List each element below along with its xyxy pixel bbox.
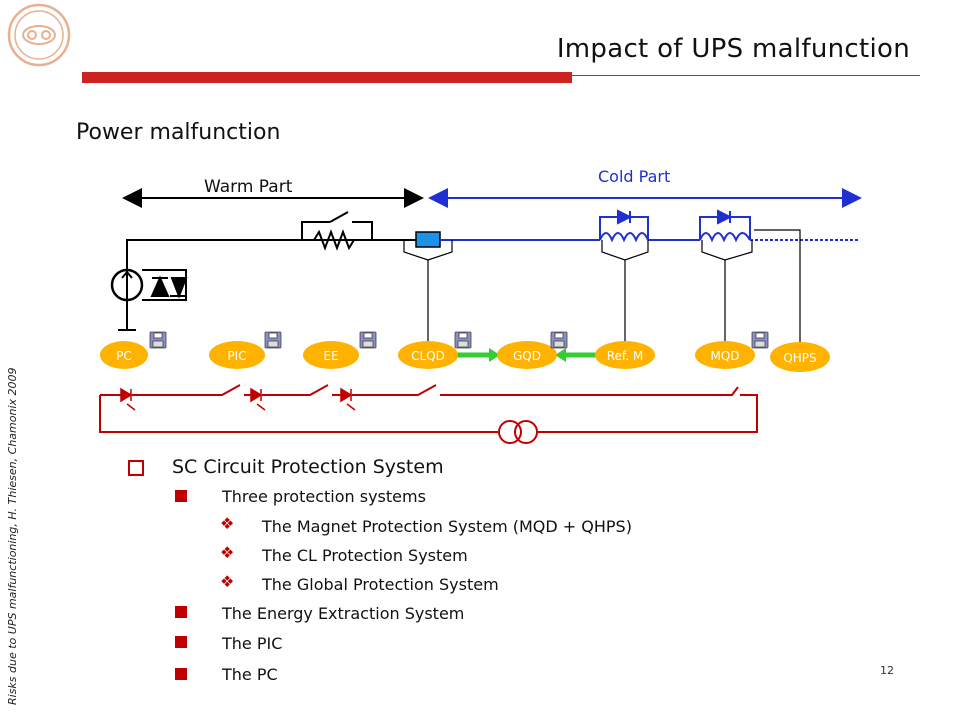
node-label: GQD — [513, 349, 541, 363]
node-label: CLQD — [411, 349, 445, 363]
bullet-square-icon — [175, 636, 187, 648]
node-label: PIC — [227, 349, 246, 363]
node-qhps: QHPS — [770, 342, 830, 372]
circuit-diagram: Warm Part Cold Part — [99, 167, 862, 444]
node-label: Ref. M — [607, 349, 644, 363]
bullet-square-outline-icon — [128, 460, 144, 476]
node-gqd: GQD — [497, 341, 557, 369]
node-mqd: MQD — [695, 341, 755, 369]
warm-circuit — [110, 211, 416, 331]
ups-floppy-icons — [149, 331, 769, 349]
floppy-icon-ee — [359, 331, 377, 349]
node-label: PC — [116, 349, 132, 363]
bullet-item: Three protection systems — [222, 487, 426, 506]
title-accent-bar — [82, 72, 572, 83]
cold-circuit — [440, 209, 860, 243]
refm-to-gqd-arrowhead — [555, 348, 566, 362]
cern-logo — [7, 3, 71, 67]
node-label: MQD — [710, 349, 739, 363]
bullet-diamond-icon: ❖ — [220, 514, 235, 533]
clqd-to-gqd-arrowhead — [489, 348, 500, 362]
page-title: Impact of UPS malfunction — [556, 34, 910, 64]
node-clqd: CLQD — [398, 341, 458, 369]
bullet-item: The PC — [222, 665, 278, 684]
bullet-heading: SC Circuit Protection System — [172, 456, 444, 478]
node-pc: PC — [100, 341, 148, 369]
node-pic: PIC — [209, 341, 265, 369]
title-underline — [572, 75, 920, 76]
sensing-taps — [403, 229, 801, 345]
bullet-square-icon — [175, 668, 187, 680]
bullet-item: The Energy Extraction System — [222, 604, 465, 623]
node-ee: EE — [303, 341, 359, 369]
bullet-diamond-icon: ❖ — [220, 543, 235, 562]
interlock-loop — [99, 384, 758, 444]
floppy-icon-mqd — [751, 331, 769, 349]
node-label: EE — [323, 349, 338, 363]
current-lead — [415, 231, 441, 248]
warm-part-label: Warm Part — [204, 177, 293, 197]
floppy-icon-pic — [264, 331, 282, 349]
cold-part-label: Cold Part — [598, 167, 670, 186]
bullet-subitem: The Global Protection System — [262, 575, 499, 594]
bullet-square-icon — [175, 490, 187, 502]
bullet-square-icon — [175, 606, 187, 618]
bullet-diamond-icon: ❖ — [220, 572, 235, 591]
node-label: QHPS — [783, 351, 816, 365]
node-ref-m: Ref. M — [595, 341, 655, 369]
page-number: 12 — [880, 664, 894, 677]
section-title: Power malfunction — [76, 120, 281, 145]
floppy-icon-pc — [149, 331, 167, 349]
bullet-subitem: The CL Protection System — [262, 546, 468, 565]
bullet-item: The PIC — [222, 634, 283, 653]
optocoupler-diodes — [120, 387, 356, 411]
floppy-icon-clqd — [454, 331, 472, 349]
floppy-icon-gqd — [550, 331, 568, 349]
bullet-subitem: The Magnet Protection System (MQD + QHPS… — [262, 517, 632, 536]
